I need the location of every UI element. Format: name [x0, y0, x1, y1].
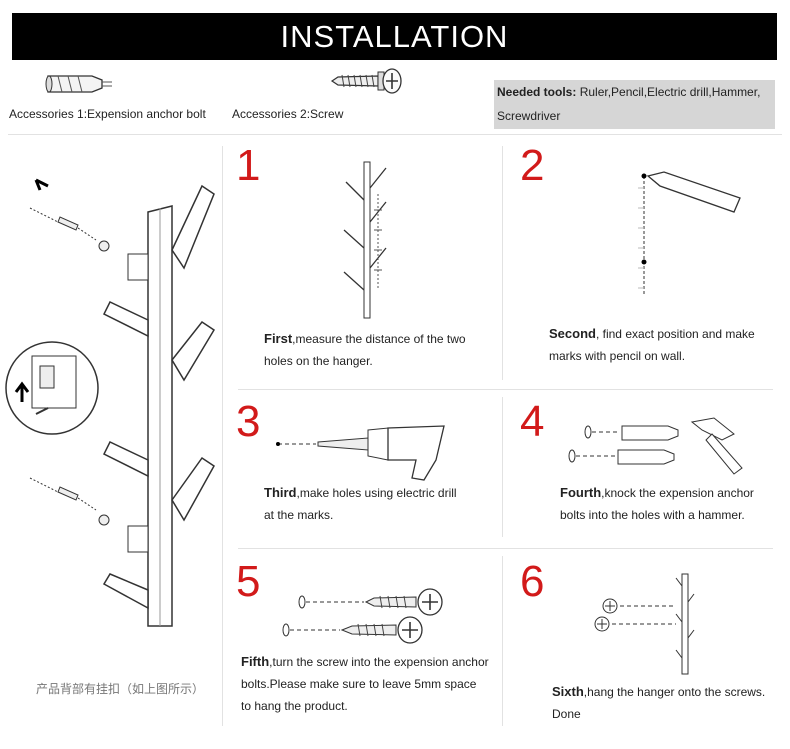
tools-heading: Needed tools: — [497, 85, 577, 99]
divider — [502, 397, 503, 537]
step-3-number: 3 — [236, 397, 261, 446]
step-6-number: 6 — [520, 557, 545, 606]
step-3-drill-illustration — [276, 425, 445, 481]
step-1-number: 1 — [236, 141, 261, 190]
tools-list: Ruler,Pencil,Electric drill,Hammer, — [579, 85, 761, 99]
divider — [502, 556, 503, 726]
step-4-text: Fourth,knock the expension anchor bolts … — [560, 485, 754, 522]
screw-icon — [330, 68, 402, 94]
step-2-text: Second, find exact position and make mar… — [549, 326, 755, 363]
side-caption: 产品背部有挂扣（如上图所示） — [36, 682, 205, 696]
step-2-pencil-illustration — [638, 171, 741, 296]
divider — [222, 146, 223, 726]
accessory-anchor-label: Accessories 1:Expension anchor bolt — [9, 107, 206, 121]
step-5-number: 5 — [236, 557, 261, 606]
step-1-text: First,measure the distance of the two ho… — [264, 331, 466, 368]
step-5-screw-illustration — [282, 588, 443, 644]
tools-list-continued: Screwdriver — [497, 109, 561, 123]
step-3-text: Third,make holes using electric drill at… — [264, 485, 457, 522]
step-6-hang-illustration — [594, 573, 695, 675]
accessory-screw-label: Accessories 2:Screw — [232, 107, 344, 121]
page-title: INSTALLATION — [12, 13, 777, 60]
anchor-bolt-icon — [45, 75, 112, 93]
step-1-measure-illustration — [343, 161, 387, 319]
divider — [238, 389, 773, 390]
step-4-number: 4 — [520, 397, 545, 446]
step-4-hammer-illustration — [568, 417, 743, 475]
step-2-number: 2 — [520, 141, 545, 190]
divider — [238, 548, 773, 549]
divider — [8, 134, 782, 135]
step-6-text: Sixth,hang the hanger onto the screws. D… — [552, 684, 766, 721]
divider — [502, 146, 503, 380]
hanger-overview-illustration — [5, 178, 216, 627]
needed-tools-box: Needed tools: Ruler,Pencil,Electric dril… — [494, 80, 775, 129]
step-5-text: Fifth,turn the screw into the expension … — [241, 654, 489, 713]
